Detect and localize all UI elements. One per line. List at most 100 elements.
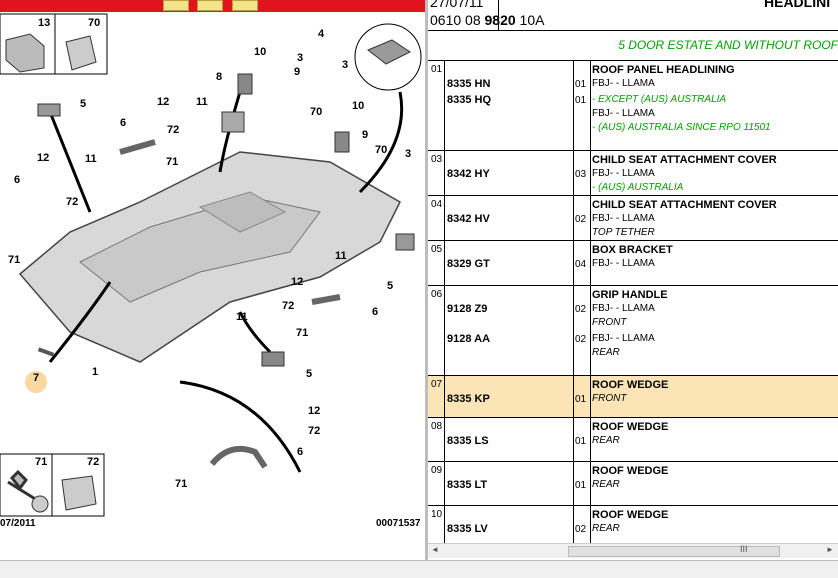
callout-part: 6 — [120, 117, 127, 129]
callout-part: 72 — [167, 124, 180, 136]
callout-part: 70 — [310, 106, 323, 118]
part-detail: FBJ- - LLAMA — [592, 303, 655, 314]
part-number[interactable]: 8335 KP — [447, 393, 490, 405]
part-detail: REAR — [592, 523, 620, 534]
part-detail: - (AUS) AUSTRALIA SINCE RPO 11501 — [592, 122, 771, 133]
part-number[interactable]: 8335 HN — [447, 78, 491, 90]
callout-part: 5 — [306, 368, 313, 380]
part-number[interactable]: 8335 LT — [447, 479, 488, 491]
callout-part: 71 — [8, 254, 21, 266]
part-detail: FRONT — [592, 393, 627, 404]
callout-part: 71 — [175, 478, 188, 490]
part-detail: REAR — [592, 479, 620, 490]
screw-head-icon — [31, 495, 49, 513]
callout-part: 3 — [405, 148, 412, 160]
part-number[interactable]: 8342 HV — [447, 213, 490, 225]
part-8-icon — [221, 111, 245, 133]
scroll-grip: III — [740, 544, 748, 554]
callout-part: 71 — [296, 327, 309, 339]
callout-part: 5 — [80, 98, 87, 110]
clip-72-icon — [61, 475, 97, 511]
callout-part: 11 — [85, 153, 97, 165]
callout-part: 11 — [236, 311, 248, 323]
part-description: ROOF PANEL HEADLINING — [592, 64, 735, 76]
scroll-right-icon[interactable]: ► — [826, 545, 834, 554]
part-description: BOX BRACKET — [592, 244, 673, 256]
part-7-icon — [37, 347, 55, 357]
part-detail: FBJ- - LLAMA — [592, 78, 655, 89]
callout-part: 11 — [335, 250, 347, 262]
callout-72: 72 — [87, 456, 100, 468]
part-number[interactable]: 8342 HY — [447, 168, 490, 180]
callout-13: 13 — [38, 17, 51, 29]
header-date: 27/07/11 — [430, 0, 484, 10]
part-number[interactable]: 9128 Z9 — [447, 303, 488, 315]
scroll-left-icon[interactable]: ◄ — [431, 545, 439, 554]
quantity: 01 — [575, 394, 587, 405]
zoom-in-icon[interactable] — [163, 0, 189, 11]
callout-part: 10 — [352, 100, 365, 112]
callout-part: 10 — [254, 46, 267, 58]
panel-splitter[interactable] — [425, 0, 428, 560]
part-4-icon — [367, 39, 411, 65]
part-10b-icon — [334, 131, 350, 153]
callout-part: 72 — [66, 196, 79, 208]
part-description: GRIP HANDLE — [592, 289, 668, 301]
callout-part: 12 — [157, 96, 170, 108]
horizontal-scrollbar[interactable]: ◄ III ► — [428, 543, 838, 558]
quantity: 02 — [575, 304, 587, 315]
callout-7[interactable]: 7 — [33, 372, 40, 384]
diagram-ref: 00071537 — [376, 518, 421, 529]
callout-part: 72 — [282, 300, 295, 312]
part-description: CHILD SEAT ATTACHMENT COVER — [592, 154, 777, 166]
part-detail: FBJ- - LLAMA — [592, 333, 655, 344]
row-index: 05 — [431, 244, 443, 255]
callout-part: 12 — [291, 276, 304, 288]
callout-71: 71 — [35, 456, 48, 468]
grip-handle-rear-icon — [311, 294, 341, 305]
part-detail: FBJ- - LLAMA — [592, 168, 655, 179]
part-detail: TOP TETHER — [592, 227, 655, 238]
callout-part: 70 — [375, 144, 388, 156]
callout-part: 72 — [308, 425, 321, 437]
quantity: 02 — [575, 524, 587, 535]
part-description: ROOF WEDGE — [592, 379, 669, 391]
callout-part: 71 — [166, 156, 179, 168]
callout-part: 6 — [372, 306, 379, 318]
part-number[interactable]: 8335 HQ — [447, 94, 492, 106]
part-number[interactable]: 8335 LV — [447, 523, 488, 535]
part-detail: FBJ- - LLAMA — [592, 108, 655, 119]
part-number[interactable]: 9128 AA — [447, 333, 491, 345]
zoom-out-icon[interactable] — [197, 0, 223, 11]
part-detail: FRONT — [592, 317, 627, 328]
grip-handle-front-icon — [119, 139, 156, 155]
quantity: 01 — [575, 480, 587, 491]
callout-part: 6 — [14, 174, 21, 186]
part-5b-icon — [37, 103, 61, 117]
part-detail: - EXCEPT (AUS) AUSTRALIA — [592, 94, 727, 105]
callout-part: 3 — [342, 59, 349, 71]
row-index: 04 — [431, 199, 443, 210]
callout-part: 8 — [216, 71, 223, 83]
part-13-icon — [5, 33, 45, 73]
callout-part: 12 — [37, 152, 50, 164]
part-5c-icon — [395, 233, 415, 251]
part-number[interactable]: 8335 LS — [447, 435, 489, 447]
part-description: ROOF WEDGE — [592, 421, 669, 433]
highlight-7 — [25, 371, 47, 393]
part-number[interactable]: 8329 GT — [447, 258, 490, 270]
header-code: 0610 08 9820 10A — [430, 12, 545, 28]
row-index: 09 — [431, 465, 443, 476]
zoom-move-icon[interactable] — [232, 0, 258, 11]
row-index: 08 — [431, 421, 443, 432]
scroll-thumb[interactable] — [568, 546, 780, 557]
